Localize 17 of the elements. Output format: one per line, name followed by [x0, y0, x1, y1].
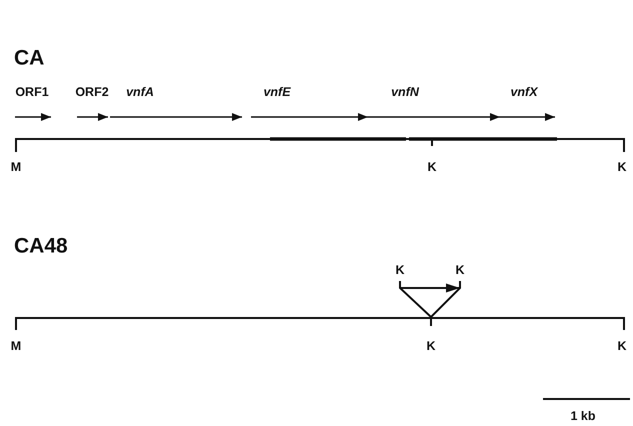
restriction-site-label: K: [455, 264, 465, 276]
gene-label: vnfX: [510, 86, 538, 98]
restriction-site-label: K: [427, 160, 437, 174]
gene-label: vnfA: [126, 86, 154, 98]
restriction-site-label: K: [617, 340, 627, 352]
restriction-site-label: M: [10, 160, 22, 174]
scale-label: 1 kb: [570, 410, 596, 422]
restriction-site-label: K: [395, 264, 405, 276]
panel-heading: CA48: [14, 236, 68, 256]
gene-label: vnfN: [391, 86, 419, 98]
panel-heading: CA: [14, 48, 44, 68]
restriction-site-label: M: [10, 340, 22, 352]
restriction-site-label: K: [426, 340, 436, 352]
restriction-site-label: K: [617, 160, 627, 174]
gene-label: ORF1: [15, 86, 49, 98]
gene-label: vnfE: [263, 86, 291, 98]
gene-label: ORF2: [75, 86, 109, 98]
